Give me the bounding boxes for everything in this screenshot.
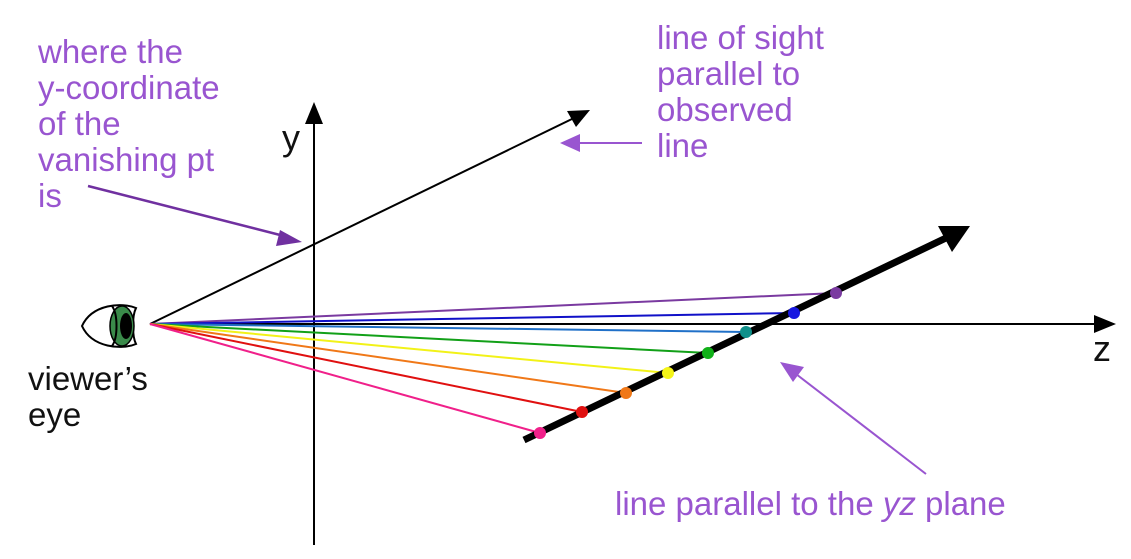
sight-ray	[149, 292, 837, 325]
eye-icon	[80, 304, 138, 348]
sample-point	[830, 287, 842, 299]
sight-ray	[149, 323, 669, 374]
sight-ray	[149, 323, 583, 413]
sample-point	[534, 427, 546, 439]
line-of-sight	[149, 110, 590, 325]
sample-point	[662, 367, 674, 379]
annotation-arrow-parallel	[780, 362, 927, 475]
y-axis	[305, 102, 323, 545]
sight-rays	[149, 292, 837, 434]
vanishing-point-label: where the y-coordinate of the vanishing …	[38, 33, 220, 214]
line-of-sight-label: line of sight parallel to observed line	[657, 19, 824, 164]
sight-ray	[149, 323, 627, 394]
sample-point	[740, 326, 752, 338]
annotation-arrow-sight	[560, 134, 642, 152]
parallel-label-plane: yz	[882, 485, 916, 522]
annotation-arrow-vanishing	[87, 184, 302, 246]
parallel-line-label: line parallel to the yz plane	[615, 486, 1115, 522]
parallel-label-prefix: line parallel to the	[615, 485, 883, 522]
sample-point	[702, 347, 714, 359]
z-axis-label: z	[1093, 328, 1111, 369]
sight-ray	[149, 323, 747, 333]
sample-point	[576, 406, 588, 418]
observed-line	[522, 226, 970, 444]
sample-points	[534, 287, 842, 439]
parallel-label-suffix: plane	[915, 485, 1006, 522]
sight-ray	[149, 323, 709, 354]
y-axis-label: y	[282, 117, 300, 158]
z-axis	[150, 315, 1116, 333]
sample-point	[788, 307, 800, 319]
sample-point	[620, 387, 632, 399]
sight-ray	[149, 312, 795, 325]
viewer-eye-label: viewer’s eye	[28, 360, 148, 433]
sight-ray	[149, 323, 541, 434]
